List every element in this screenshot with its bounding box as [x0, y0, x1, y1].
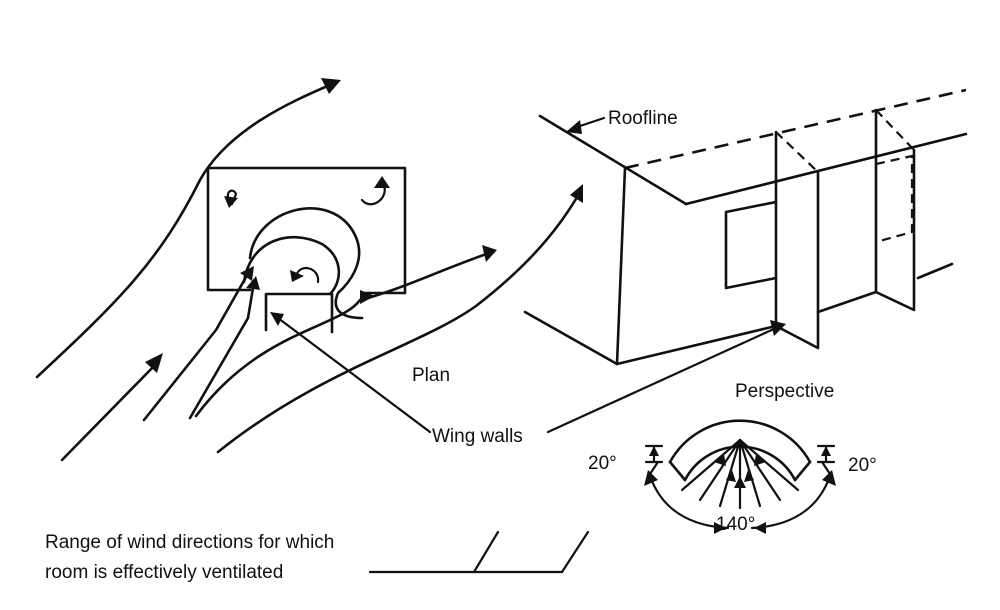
plan-arrowhead-eddy-left [224, 196, 238, 208]
plan-airflow-upper-sweep [35, 83, 332, 379]
plan-right-wing-wall [264, 292, 334, 334]
plan-airflow-4 [188, 280, 256, 420]
plan-arrowhead-5 [482, 245, 497, 262]
angle-label-right: 20° [848, 455, 877, 476]
plan-view [35, 78, 583, 462]
angle-label-range: 140° [716, 514, 755, 535]
plan-inner-airflow-small [294, 266, 320, 284]
plan-building-outline [206, 166, 407, 295]
plan-arrowhead-2 [145, 353, 163, 373]
perspective-wing-wall-2 [874, 108, 916, 312]
caption-tick-right [560, 530, 590, 574]
wing-walls-label: Wing walls [432, 426, 523, 447]
perspective-label: Perspective [735, 381, 834, 402]
plan-airflow-2 [60, 360, 160, 462]
plan-arrowhead-inner [360, 290, 375, 304]
plan-arrowhead-4 [246, 276, 260, 290]
wind-angle-spokes [680, 438, 800, 510]
caption-line-2: room is effectively ventilated [45, 562, 283, 583]
angle-label-left: 20° [588, 453, 617, 474]
plan-airflow-3 [142, 268, 252, 422]
perspective-window-2 [875, 154, 914, 244]
plan-inner-airflow-outer [248, 207, 364, 320]
wing-walls-leader-arrowhead-left [270, 312, 284, 326]
plan-arrowhead-eddy-right [374, 176, 390, 188]
perspective-window-1 [724, 200, 778, 290]
plan-arrowhead-3 [240, 266, 254, 281]
perspective-view [523, 88, 968, 366]
roofline-arrowhead [566, 120, 582, 134]
plan-arrowhead-upper [321, 78, 341, 94]
caption-tick-left [472, 530, 500, 574]
perspective-wing-wall-1 [774, 130, 820, 350]
roofline-label: Roofline [608, 108, 678, 129]
wind-angle-fan [644, 419, 836, 534]
caption-line-1: Range of wind directions for which [45, 532, 334, 553]
plan-arrowhead-small [290, 270, 304, 282]
plan-label: Plan [412, 365, 450, 386]
plan-arrowhead-6 [570, 184, 583, 203]
plan-airflow-5 [194, 250, 494, 418]
plan-airflow-6 [216, 190, 582, 454]
plan-inner-airflow-middle [242, 235, 341, 296]
